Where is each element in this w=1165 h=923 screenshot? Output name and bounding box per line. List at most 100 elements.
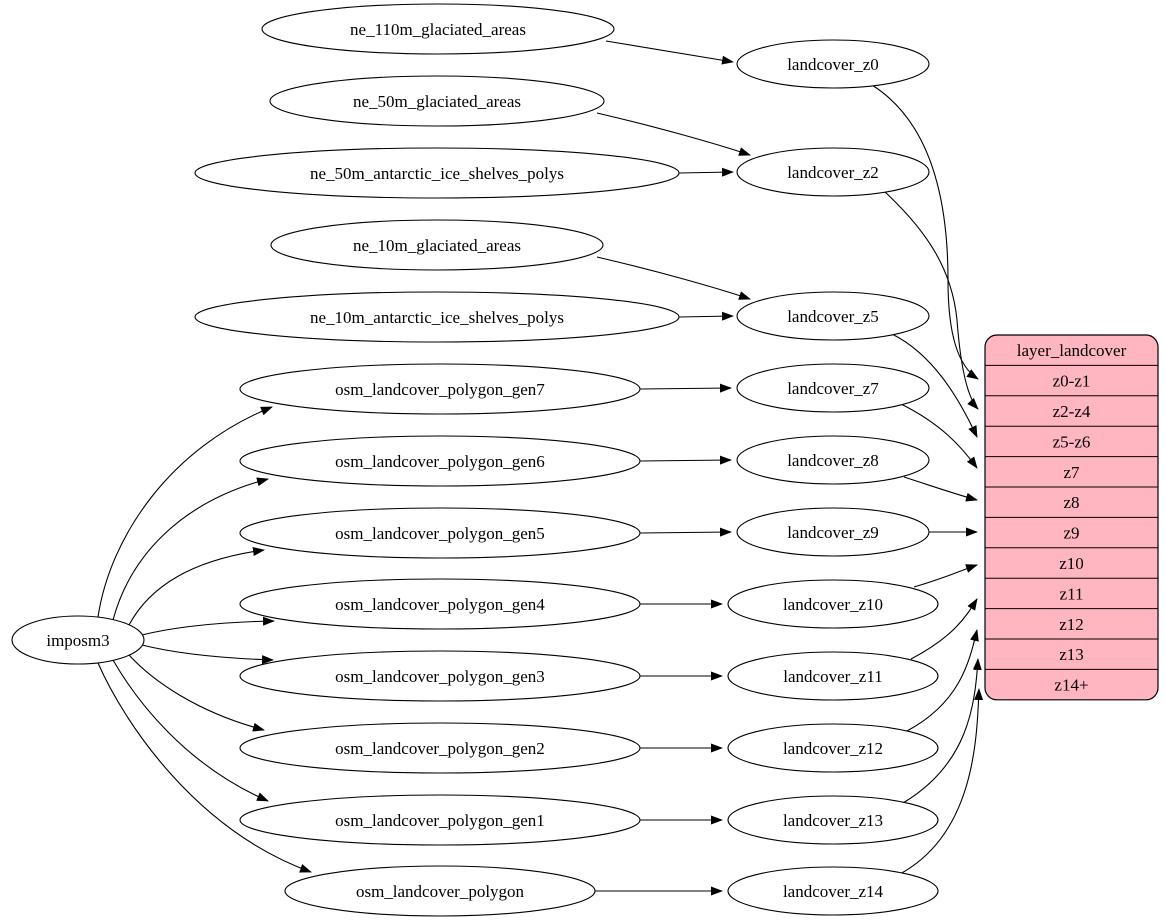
node-ellipse-osm_landcover_polygon [284,865,596,917]
node-ellipse-ne_10m_antarctic_ice_shelves_polys [194,291,680,343]
node-ellipse-landcover_z7 [736,363,930,413]
node-ellipse-landcover_z12 [727,723,939,773]
node-ne_50m_glaciated_areas: ne_50m_glaciated_areas [269,75,605,127]
node-ne_10m_glaciated_areas: ne_10m_glaciated_areas [270,219,604,271]
edge-ne_10m_antarctic_ice_shelves_polys-to-landcover_z5 [678,311,734,321]
node-label-osm_landcover_polygon_gen6: osm_landcover_polygon_gen6 [335,452,545,471]
node-osm_landcover_polygon_gen2: osm_landcover_polygon_gen2 [239,722,641,774]
edge-imposm3-to-osm_landcover_polygon_gen1 [112,659,269,802]
node-osm_landcover_polygon: osm_landcover_polygon [284,865,596,917]
node-label-landcover_z8: landcover_z8 [787,451,879,470]
node-landcover_z9: landcover_z9 [736,507,930,557]
node-ellipse-landcover_z2 [736,147,930,197]
node-landcover_z14: landcover_z14 [727,866,939,916]
node-ellipse-osm_landcover_polygon_gen1 [239,794,641,846]
node-ellipse-landcover_z9 [736,507,930,557]
node-label-osm_landcover_polygon_gen4: osm_landcover_polygon_gen4 [335,595,545,614]
node-label-landcover_z10: landcover_z10 [783,595,883,614]
node-label-imposm3: imposm3 [46,631,109,650]
node-label-osm_landcover_polygon_gen7: osm_landcover_polygon_gen7 [335,380,545,399]
record-title: layer_landcover [1017,341,1127,360]
node-ellipse-ne_10m_glaciated_areas [270,219,604,271]
node-osm_landcover_polygon_gen3: osm_landcover_polygon_gen3 [239,650,641,702]
node-ellipse-landcover_z13 [727,795,939,845]
edge-ne_50m_glaciated_areas-to-landcover_z2 [596,112,751,156]
node-ellipse-ne_110m_glaciated_areas [261,3,615,55]
record-row-z9: z9 [1063,524,1079,543]
node-label-osm_landcover_polygon_gen2: osm_landcover_polygon_gen2 [335,739,545,758]
record-row-z12: z12 [1059,615,1084,634]
node-ellipse-osm_landcover_polygon_gen6 [239,435,641,487]
node-label-landcover_z7: landcover_z7 [787,379,879,398]
node-label-landcover_z11: landcover_z11 [783,667,882,686]
node-ellipse-landcover_z0 [736,39,930,89]
node-ellipse-landcover_z5 [736,291,930,341]
node-label-ne_50m_antarctic_ice_shelves_polys: ne_50m_antarctic_ice_shelves_polys [310,164,564,183]
node-ellipse-osm_landcover_polygon_gen2 [239,722,641,774]
node-label-landcover_z12: landcover_z12 [783,739,883,758]
node-label-osm_landcover_polygon_gen1: osm_landcover_polygon_gen1 [335,811,545,830]
node-osm_landcover_polygon_gen5: osm_landcover_polygon_gen5 [239,507,641,559]
edge-landcover_z10-to-z10 [913,564,978,588]
node-label-ne_110m_glaciated_areas: ne_110m_glaciated_areas [350,20,526,39]
edge-landcover_z13-to-z13 [902,658,982,804]
record-row-z8: z8 [1063,493,1079,512]
record-row-z13: z13 [1059,645,1084,664]
edge-ne_10m_glaciated_areas-to-landcover_z5 [596,256,751,300]
node-label-landcover_z9: landcover_z9 [787,523,879,542]
edge-landcover_z11-to-z11 [910,598,978,660]
node-label-landcover_z2: landcover_z2 [787,163,879,182]
node-osm_landcover_polygon_gen4: osm_landcover_polygon_gen4 [239,578,641,630]
record-row-z2-z4: z2-z4 [1053,402,1091,421]
node-ne_10m_antarctic_ice_shelves_polys: ne_10m_antarctic_ice_shelves_polys [194,291,680,343]
node-label-ne_10m_glaciated_areas: ne_10m_glaciated_areas [353,236,521,255]
edge-imposm3-to-osm_landcover_polygon_gen5 [128,547,265,626]
nodes-layer: ne_110m_glaciated_areas ne_50m_glaciated_… [11,3,939,917]
node-landcover_z7: landcover_z7 [736,363,930,413]
node-ellipse-imposm3 [11,615,145,665]
node-label-landcover_z14: landcover_z14 [783,882,884,901]
node-landcover_z2: landcover_z2 [736,147,930,197]
node-osm_landcover_polygon_gen7: osm_landcover_polygon_gen7 [239,363,641,415]
record-row-z5-z6: z5-z6 [1053,432,1091,451]
edge-ne_110m_glaciated_areas-to-landcover_z0 [605,40,734,65]
node-landcover_z12: landcover_z12 [727,723,939,773]
record-row-z7: z7 [1063,463,1080,482]
node-osm_landcover_polygon_gen6: osm_landcover_polygon_gen6 [239,435,641,487]
edge-imposm3-to-osm_landcover_polygon_gen2 [128,654,265,732]
edge-osm_landcover_polygon_gen7-to-landcover_z7 [639,383,732,393]
node-ellipse-ne_50m_glaciated_areas [269,75,605,127]
edge-ne_50m_antarctic_ice_shelves_polys-to-landcover_z2 [678,167,734,177]
edge-imposm3-to-osm_landcover_polygon [97,662,312,873]
record-row-z10: z10 [1059,554,1084,573]
node-label-osm_landcover_polygon_gen3: osm_landcover_polygon_gen3 [335,667,545,686]
node-landcover_z10: landcover_z10 [727,579,939,629]
edge-landcover_z5-to-z5-z6 [891,333,978,438]
edge-landcover_z8-to-z8 [903,476,978,502]
node-landcover_z13: landcover_z13 [727,795,939,845]
edge-osm_landcover_polygon_gen5-to-landcover_z9 [639,527,732,537]
node-label-landcover_z5: landcover_z5 [787,307,879,326]
node-ellipse-osm_landcover_polygon_gen4 [239,578,641,630]
record-row-z11: z11 [1060,584,1084,603]
node-ellipse-landcover_z10 [727,579,939,629]
node-label-osm_landcover_polygon: osm_landcover_polygon [356,882,525,901]
edges-layer [97,40,984,896]
edge-landcover_z14-to-z14+ [899,688,984,875]
record-row-z14+: z14+ [1054,676,1088,695]
edge-osm_landcover_polygon_gen6-to-landcover_z8 [639,455,732,465]
node-ellipse-landcover_z8 [736,435,930,485]
edge-landcover_z2-to-z2-z4 [883,190,979,410]
edge-landcover_z0-to-z0-z1 [871,84,979,380]
node-landcover_z5: landcover_z5 [736,291,930,341]
node-imposm3: imposm3 [11,615,145,665]
node-ellipse-landcover_z11 [727,651,939,701]
node-ne_110m_glaciated_areas: ne_110m_glaciated_areas [261,3,615,55]
node-ellipse-ne_50m_antarctic_ice_shelves_polys [194,147,680,199]
node-landcover_z8: landcover_z8 [736,435,930,485]
node-label-ne_10m_antarctic_ice_shelves_polys: ne_10m_antarctic_ice_shelves_polys [310,308,564,327]
record-row-z0-z1: z0-z1 [1053,372,1091,391]
node-label-landcover_z13: landcover_z13 [783,811,883,830]
